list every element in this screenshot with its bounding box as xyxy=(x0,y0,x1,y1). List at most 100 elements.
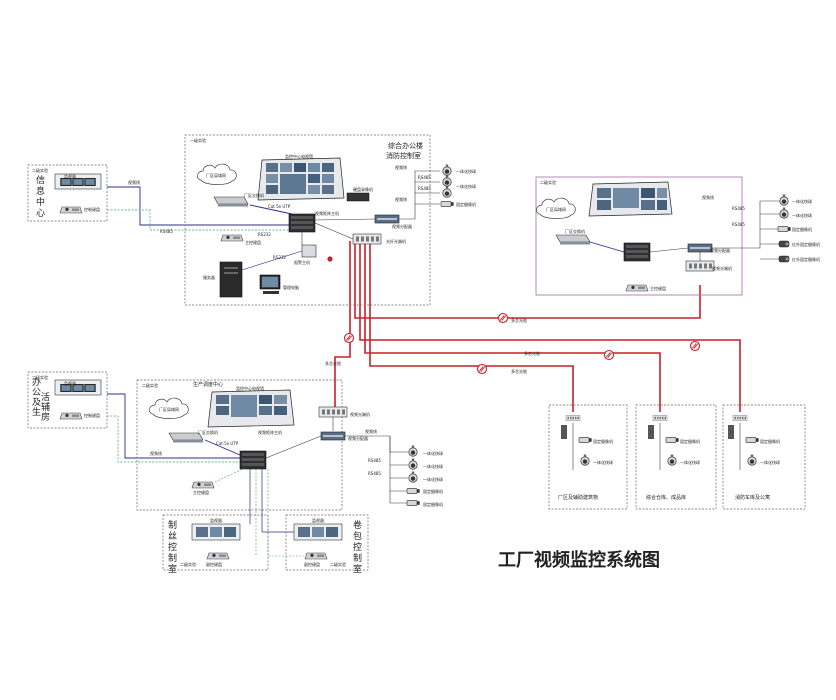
info-center-title-char: 中 xyxy=(36,196,45,208)
fixed-camera-icon xyxy=(777,226,792,232)
management-pc-icon xyxy=(259,274,281,290)
keyboard-icon xyxy=(191,481,215,489)
svg-text:视频线: 视频线 xyxy=(395,164,407,170)
tv-wall-label: 监控中心电视墙 xyxy=(285,153,313,159)
video-distributor-icon xyxy=(687,243,713,253)
svg-text:厂区局域网: 厂区局域网 xyxy=(546,206,566,212)
svg-text:厂区交换机: 厂区交换机 xyxy=(565,228,585,234)
remote-cameras: 视频线 RS485 RS485 一体化快球 一体化快球 固定摄像机 红外固定摄像… xyxy=(702,194,820,263)
svg-text:二级实验: 二级实验 xyxy=(180,561,196,567)
svg-text:制: 制 xyxy=(353,552,362,564)
svg-text:控制键盘: 控制键盘 xyxy=(84,412,100,418)
dome-camera-icon xyxy=(667,454,677,466)
svg-text:室: 室 xyxy=(168,563,177,575)
alarm-siren-icon xyxy=(327,256,333,262)
svg-text:一体化快球: 一体化快球 xyxy=(456,168,476,174)
svg-text:一体化快球: 一体化快球 xyxy=(423,450,443,456)
svg-text:服务器: 服务器 xyxy=(203,274,215,280)
svg-text:主控键盘: 主控键盘 xyxy=(650,285,666,291)
svg-text:主控键盘: 主控键盘 xyxy=(245,239,261,245)
room-tag: 二级实验 xyxy=(142,382,158,388)
room-tag: 一级实验 xyxy=(190,137,206,143)
dome-camera-icon xyxy=(442,175,452,187)
matrix-host-icon xyxy=(623,242,651,262)
svg-text:硬盘录像机: 硬盘录像机 xyxy=(353,186,373,192)
svg-text:及: 及 xyxy=(32,397,41,408)
svg-text:副控键盘: 副控键盘 xyxy=(206,561,222,567)
info-center-title-char: 息 xyxy=(36,185,45,197)
keyboard-icon xyxy=(304,552,328,560)
dome-camera-icon xyxy=(408,458,418,470)
svg-text:房: 房 xyxy=(41,411,50,423)
remote-building-panel: 二级实验 厂区局域网 厂区交换机 视频分配器 视频光端机 主控键盘 xyxy=(535,176,743,296)
sub-room-0: 制 丝 控 制 室 监视器 副控键盘 二级实验 xyxy=(162,514,269,575)
svg-text:视频分配器: 视频分配器 xyxy=(392,223,412,229)
svg-text:办: 办 xyxy=(32,376,41,388)
svg-text:制: 制 xyxy=(168,552,177,564)
svg-text:视频矩阵主机: 视频矩阵主机 xyxy=(258,429,282,435)
svg-text:光纤光端机: 光纤光端机 xyxy=(386,238,406,244)
keyboard-icon xyxy=(59,412,83,420)
dome-camera-icon xyxy=(779,207,789,219)
svg-text:Cat.5e UTP: Cat.5e UTP xyxy=(268,204,291,209)
fixed-camera-icon xyxy=(406,500,421,506)
svg-text:RS485: RS485 xyxy=(418,186,431,191)
svg-text:红外固定摄像机: 红外固定摄像机 xyxy=(792,256,820,262)
dome-camera-icon xyxy=(580,454,590,466)
fiber-crossing-icon xyxy=(343,332,355,344)
svg-text:固定摄像机: 固定摄像机 xyxy=(423,501,443,507)
fiber-crossing-icon xyxy=(476,363,488,375)
svg-text:监控中心电视墙: 监控中心电视墙 xyxy=(236,385,264,391)
svg-text:室: 室 xyxy=(353,563,362,575)
fiber-label: 多芯光缆 xyxy=(524,350,540,356)
dome-camera-icon xyxy=(442,186,452,198)
fiber-crossing-icon xyxy=(689,340,701,352)
svg-text:管理电脑: 管理电脑 xyxy=(283,284,299,290)
svg-text:一体化快球: 一体化快球 xyxy=(792,212,812,218)
svg-text:控: 控 xyxy=(168,541,177,553)
room-tag: 二级实验 xyxy=(540,179,556,185)
svg-text:一体化快球: 一体化快球 xyxy=(423,476,443,482)
office-cameras: 视频线 视频线 RS485 RS485 一体化快球 一体化快球 固定摄像机 xyxy=(395,164,476,220)
fiber-trunks xyxy=(334,241,741,412)
svg-text:二级实验: 二级实验 xyxy=(330,561,346,567)
svg-text:监视器: 监视器 xyxy=(64,380,76,386)
svg-text:主控键盘: 主控键盘 xyxy=(193,489,209,495)
dvr-icon xyxy=(346,192,370,202)
svg-text:视频光端机: 视频光端机 xyxy=(712,265,732,271)
ir-camera-icon xyxy=(778,240,790,248)
svg-text:视频线: 视频线 xyxy=(150,450,162,456)
svg-text:报警主机: 报警主机 xyxy=(294,259,310,265)
production-title: 生产调度中心 xyxy=(193,381,223,388)
svg-text:RS485: RS485 xyxy=(368,471,381,476)
svg-text:固定摄像机: 固定摄像机 xyxy=(792,226,812,232)
svg-text:视频分配器: 视频分配器 xyxy=(348,435,368,441)
dome-camera-icon xyxy=(779,194,789,206)
video-distributor-icon xyxy=(374,214,400,224)
svg-text:RS485: RS485 xyxy=(418,175,431,180)
diagram-title: 工厂视频监控系统图 xyxy=(498,549,660,571)
svg-text:视频分配器: 视频分配器 xyxy=(710,247,730,253)
office-building-panel: 一级实验 综合办公楼 消防控制室 监控中心电视墙 厂区局域网 厂区交换机 Cat… xyxy=(184,134,431,306)
svg-text:包: 包 xyxy=(353,530,362,542)
svg-text:丝: 丝 xyxy=(168,530,177,542)
svg-text:RS485: RS485 xyxy=(732,206,745,211)
fixed-camera-icon xyxy=(578,437,593,443)
svg-text:RS485: RS485 xyxy=(160,229,173,234)
svg-text:视频线: 视频线 xyxy=(395,196,407,202)
svg-text:视频线: 视频线 xyxy=(702,194,714,200)
area-panel-0: 固定摄像机 一体化快球 厂区及辅助建筑物 xyxy=(548,404,628,510)
svg-text:一体化快球: 一体化快球 xyxy=(423,463,443,469)
fiber-label: 多芯光缆 xyxy=(325,360,341,366)
keyboard-icon xyxy=(220,234,244,242)
svg-text:一体化快球: 一体化快球 xyxy=(792,198,812,204)
room-tag: 二级实验 xyxy=(32,167,48,173)
area-title: 综合仓库、成品库 xyxy=(646,494,686,501)
svg-text:视频线: 视频线 xyxy=(365,428,377,434)
production-panel: 二级实验 生产调度中心 监控中心电视墙 厂区局域网 厂区交换机 Cat.5e U… xyxy=(136,379,370,511)
area-title: 厂区及辅助建筑物 xyxy=(558,494,598,501)
keyboard-icon xyxy=(206,552,230,560)
production-cameras: 视频线 RS485 RS485 一体化快球 一体化快球 一体化快球 固定摄像机 … xyxy=(345,428,443,507)
dome-camera-icon xyxy=(408,471,418,483)
